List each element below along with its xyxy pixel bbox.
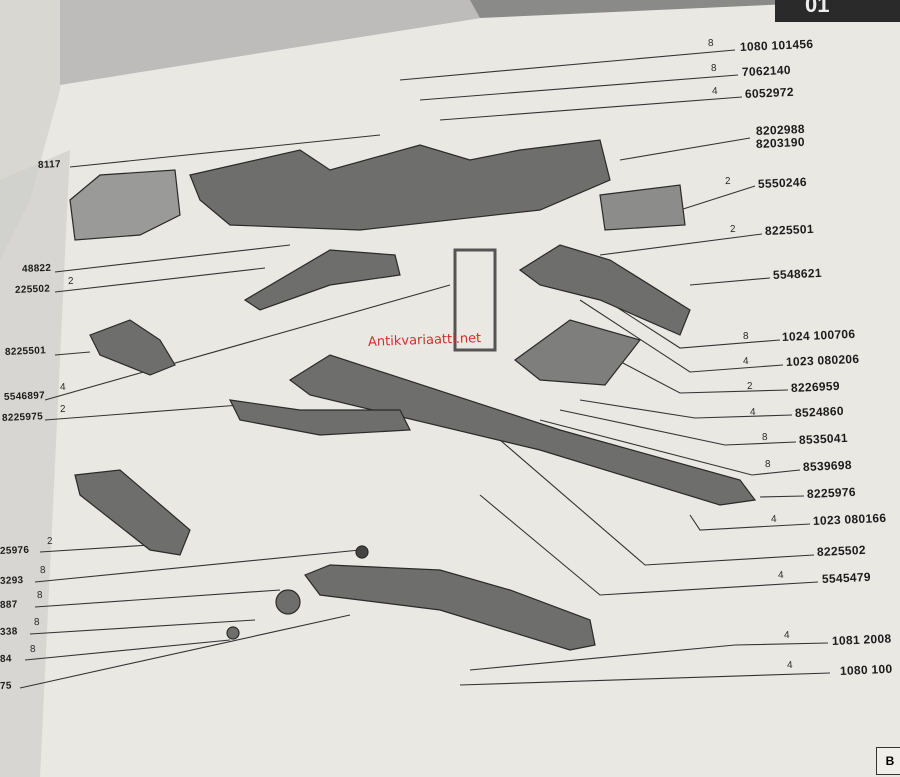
section-badge-label: B — [885, 754, 895, 768]
callout-qty: 8 — [761, 431, 768, 444]
van-icon — [69, 169, 181, 241]
callout-part-number: 5550246 — [757, 174, 808, 191]
top-dark-area — [60, 0, 480, 85]
callout-part-number: 887 — [0, 599, 18, 611]
callout-part-number: 3293 — [0, 574, 24, 587]
callout-qty: 2 — [746, 380, 753, 393]
callout-qty: 8 — [742, 330, 749, 343]
callout-part-number: 8539698 — [802, 457, 853, 474]
callout-qty: 2 — [67, 275, 74, 288]
arm-lower-left — [74, 469, 191, 556]
callout-qty: 4 — [711, 85, 718, 98]
callout-qty: 8 — [39, 564, 46, 577]
callout-part-number: 8225976 — [806, 484, 857, 501]
callout-qty: 4 — [770, 513, 777, 526]
arm-mid-left — [228, 399, 411, 436]
callout-part-number: 8535041 — [798, 430, 849, 447]
bushing — [275, 589, 301, 615]
callout-qty: 4 — [786, 659, 793, 672]
callout-qty: 4 — [783, 629, 790, 642]
mount-block — [599, 184, 686, 231]
page-section-tab: 01 — [775, 0, 900, 22]
arm-upper-left — [243, 249, 401, 311]
callout-part-number: 8203190 — [755, 134, 806, 151]
callout-part-number: 8225501 — [764, 221, 815, 238]
callout-part-number: 8225975 — [1, 411, 44, 424]
callout-part-number: 25976 — [0, 544, 30, 557]
callout-part-number: 8226959 — [790, 378, 841, 395]
crossmember — [189, 139, 611, 231]
callout-part-number: 338 — [0, 626, 18, 638]
u-bolt — [453, 248, 497, 352]
arm-bottom — [304, 564, 596, 651]
callout-qty: 8 — [33, 616, 40, 629]
parts-illustration — [69, 139, 757, 651]
callout-qty: 8 — [710, 62, 717, 75]
callout-part-number: 7062140 — [741, 62, 792, 79]
callout-part-number: 8225501 — [4, 345, 47, 358]
callout-qty: 2 — [59, 403, 66, 416]
callout-part-number: 1081 2008 — [831, 631, 892, 648]
callout-part-number: 84 — [0, 653, 12, 665]
callout-part-number: 48822 — [21, 262, 52, 275]
callout-qty: 4 — [59, 381, 66, 394]
callout-qty: 8 — [764, 458, 771, 471]
arm-upper-right — [518, 244, 691, 336]
callout-qty: 2 — [729, 223, 736, 236]
page-shadow — [0, 150, 70, 777]
callout-qty: 8 — [36, 589, 43, 602]
callout-part-number: 5545479 — [821, 569, 872, 586]
callout-part-number: 5548621 — [772, 265, 823, 282]
callout-qty: 8 — [707, 37, 714, 50]
page-tab-number: 01 — [805, 0, 830, 17]
nut — [226, 626, 240, 640]
callout-part-number: 8117 — [37, 159, 62, 171]
callout-part-number: 8524860 — [794, 403, 845, 420]
callout-qty: 4 — [749, 406, 756, 419]
callout-qty: 2 — [724, 175, 731, 188]
callout-part-number: 225502 — [14, 283, 51, 296]
callout-part-number: 6052972 — [744, 84, 795, 101]
callout-part-number: 5546897 — [3, 390, 46, 403]
mount-plate — [514, 319, 642, 386]
callout-part-number: 1080 100 — [839, 661, 893, 678]
callout-qty: 8 — [29, 643, 36, 656]
callout-qty: 2 — [46, 535, 53, 548]
section-badge: B — [876, 747, 900, 775]
callout-qty: 4 — [777, 569, 784, 582]
callout-qty: 4 — [742, 355, 749, 368]
callout-part-number: 75 — [0, 680, 12, 692]
washer — [355, 545, 369, 559]
callout-part-number: 8225502 — [816, 542, 867, 559]
bracket-left — [89, 319, 176, 376]
